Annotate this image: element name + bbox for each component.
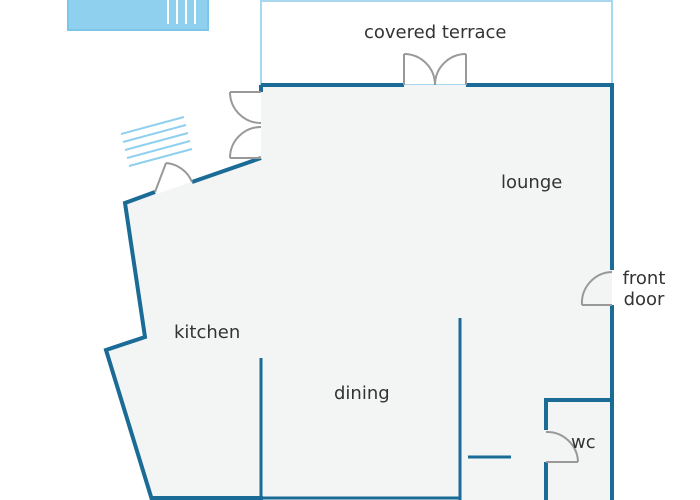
wall-west [103, 190, 156, 500]
kitchen-back-door [154, 162, 193, 193]
pool-water [67, 0, 209, 31]
interior-walls [259, 318, 612, 500]
step-line [128, 148, 193, 167]
floor-area [106, 85, 612, 500]
terrace-double-door [403, 53, 467, 86]
dining-label: dining [334, 383, 390, 404]
doors [154, 53, 613, 463]
pool [67, 0, 209, 31]
lounge-label: lounge [501, 172, 563, 193]
covered-terrace-label: covered terrace [364, 22, 507, 43]
wc-door [545, 430, 579, 463]
wall-wc [544, 398, 612, 500]
outside-steps [120, 116, 193, 167]
wall-north-east [466, 83, 614, 270]
wall-northwest-diagonal [191, 156, 262, 184]
front-door-label: front door [622, 268, 666, 310]
kitchen-label: kitchen [174, 322, 241, 343]
wc-label: wc [571, 432, 596, 453]
step-line [124, 132, 189, 151]
step-line [126, 140, 191, 159]
front-door [580, 271, 613, 306]
side-double-door [229, 91, 262, 159]
step-line [120, 116, 185, 135]
step-line [122, 124, 187, 143]
exterior-walls [103, 83, 614, 500]
